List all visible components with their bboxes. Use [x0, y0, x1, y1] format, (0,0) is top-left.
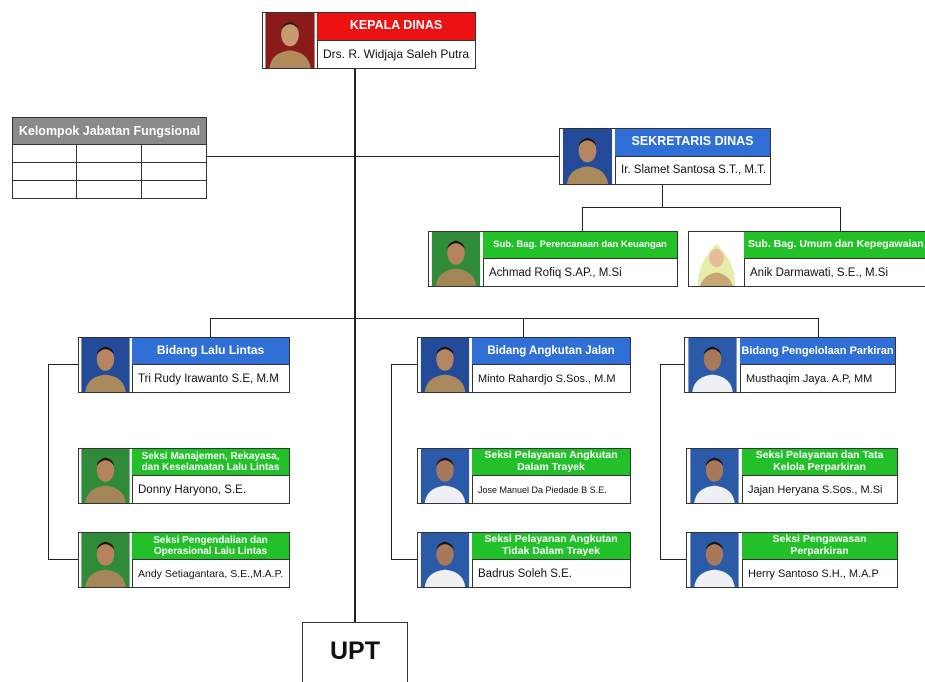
upt-label: UPT [330, 637, 380, 665]
sekretaris-dinas-name: Ir. Slamet Santosa S.T., M.T. [621, 164, 767, 177]
connector-main-vertical [354, 69, 356, 622]
kepala-dinas-title: KEPALA DINAS [317, 13, 475, 41]
connector-bidang-1 [210, 318, 211, 337]
seksi-tata-kelola-photo [687, 449, 743, 503]
kelompok-jabatan-fungsional-table: Kelompok Jabatan Fungsional [12, 117, 207, 199]
seksi-pengendalian-photo [79, 533, 133, 587]
bidang-pengelolaan-parkiran-name: Musthaqim Jaya. A.P, MM [746, 372, 873, 385]
seksi-pengawasan-photo [687, 533, 743, 587]
subbag-umum-name: Anik Darmawati, S.E., M.Si [750, 266, 889, 279]
seksi-dalam-trayek-card: Seksi Pelayanan Angkutan Dalam Trayek Jo… [417, 448, 631, 504]
upt-box: UPT [302, 622, 408, 682]
seksi-manajemen-name: Donny Haryono, S.E. [138, 483, 247, 496]
seksi-manajemen-title: Seksi Manajemen, Rekayasa, dan Keselamat… [132, 449, 289, 476]
seksi-pengawasan-title: Seksi Pengawasan Perparkiran [742, 533, 897, 560]
seksi-pengawasan-card: Seksi Pengawasan Perparkiran Herry Santo… [686, 532, 898, 588]
subbag-umum-title: Sub. Bag. Umum dan Kepegawaian [744, 232, 925, 259]
seksi-pengendalian-name: Andy Setiagantara, S.E.,M.A.P. [138, 567, 284, 580]
seksi-tidak-dalam-trayek-photo [418, 533, 473, 587]
connector-kelompok-sekretaris [207, 156, 559, 157]
connector-bidang2-branch-vertical [391, 364, 392, 559]
bidang-pengelolaan-parkiran-photo [685, 338, 741, 392]
subbag-perencanaan-name: Achmad Rofiq S.AP., M.Si [489, 266, 622, 279]
table-cell [141, 162, 206, 180]
table-cell [77, 180, 142, 198]
connector-bidang2-seksi2 [391, 559, 417, 560]
table-cell [13, 162, 78, 180]
bidang-lalu-lintas-title: Bidang Lalu Lintas [132, 338, 289, 365]
subbag-perencanaan-title: Sub. Bag. Perencanaan dan Keuangan [483, 232, 677, 259]
connector-bidang-horizontal [210, 318, 819, 319]
subbag-perencanaan-photo [429, 232, 484, 286]
kepala-dinas-photo [263, 13, 318, 68]
connector-bidang3-branch-vertical [660, 364, 661, 559]
connector-bidang1-branch-top [48, 364, 78, 365]
connector-subbag-horizontal [582, 207, 841, 208]
sekretaris-dinas-card: SEKRETARIS DINAS Ir. Slamet Santosa S.T.… [559, 128, 771, 185]
subbag-umum-photo [689, 232, 745, 286]
bidang-pengelolaan-parkiran-title: Bidang Pengelolaan Parkiran [740, 338, 895, 365]
connector-bidang-2 [523, 318, 524, 337]
kelompok-jabatan-fungsional-grid [13, 144, 206, 198]
kepala-dinas-card: KEPALA DINAS Drs. R. Widjaja Saleh Putra [262, 12, 476, 69]
bidang-pengelolaan-parkiran-card: Bidang Pengelolaan Parkiran Musthaqim Ja… [684, 337, 896, 393]
bidang-angkutan-jalan-name: Minto Rahardjo S.Sos., M.M [478, 372, 616, 385]
bidang-lalu-lintas-card: Bidang Lalu Lintas Tri Rudy Irawanto S.E… [78, 337, 290, 393]
subbag-perencanaan-card: Sub. Bag. Perencanaan dan Keuangan Achma… [428, 231, 678, 287]
table-cell [13, 144, 78, 162]
table-cell [141, 180, 206, 198]
bidang-lalu-lintas-photo [79, 338, 133, 392]
seksi-pengendalian-title: Seksi Pengendalian dan Operasional Lalu … [132, 533, 289, 560]
table-cell [77, 162, 142, 180]
connector-subbag-1 [582, 207, 583, 231]
seksi-tata-kelola-card: Seksi Pelayanan dan Tata Kelola Perparki… [686, 448, 898, 504]
connector-bidang3-seksi2 [660, 559, 686, 560]
bidang-angkutan-jalan-title: Bidang Angkutan Jalan [472, 338, 630, 365]
connector-sekretaris-down [662, 185, 663, 208]
seksi-dalam-trayek-name: Jose Manuel Da Piedade B S.E. [478, 484, 607, 495]
seksi-tidak-dalam-trayek-name: Badrus Soleh S.E. [478, 567, 572, 580]
bidang-angkutan-jalan-card: Bidang Angkutan Jalan Minto Rahardjo S.S… [417, 337, 631, 393]
bidang-lalu-lintas-name: Tri Rudy Irawanto S.E, M.M [138, 372, 279, 385]
table-cell [141, 144, 206, 162]
seksi-pengendalian-card: Seksi Pengendalian dan Operasional Lalu … [78, 532, 290, 588]
bidang-angkutan-jalan-photo [418, 338, 473, 392]
table-cell [13, 180, 78, 198]
connector-bidang1-seksi2 [48, 559, 78, 560]
connector-subbag-2 [840, 207, 841, 231]
seksi-manajemen-photo [79, 449, 133, 503]
seksi-tidak-dalam-trayek-title: Seksi Pelayanan Angkutan Tidak Dalam Tra… [472, 533, 630, 560]
seksi-dalam-trayek-title: Seksi Pelayanan Angkutan Dalam Trayek [472, 449, 630, 476]
connector-bidang-3 [818, 318, 819, 337]
kelompok-jabatan-fungsional-title: Kelompok Jabatan Fungsional [13, 118, 206, 144]
sekretaris-dinas-title: SEKRETARIS DINAS [615, 129, 770, 157]
seksi-dalam-trayek-photo [418, 449, 473, 503]
connector-bidang2-branch-top [391, 364, 417, 365]
seksi-manajemen-card: Seksi Manajemen, Rekayasa, dan Keselamat… [78, 448, 290, 504]
seksi-tata-kelola-name: Jajan Heryana S.Sos., M.Si [748, 483, 883, 496]
seksi-tidak-dalam-trayek-card: Seksi Pelayanan Angkutan Tidak Dalam Tra… [417, 532, 631, 588]
kepala-dinas-name: Drs. R. Widjaja Saleh Putra [323, 47, 470, 62]
seksi-pengawasan-name: Herry Santoso S.H., M.A.P [748, 567, 879, 580]
connector-bidang1-branch-vertical [48, 364, 49, 559]
seksi-tata-kelola-title: Seksi Pelayanan dan Tata Kelola Perparki… [742, 449, 897, 476]
sekretaris-dinas-photo [560, 129, 616, 184]
connector-bidang3-branch-top [660, 364, 684, 365]
subbag-umum-card: Sub. Bag. Umum dan Kepegawaian Anik Darm… [688, 231, 925, 287]
table-cell [77, 144, 142, 162]
